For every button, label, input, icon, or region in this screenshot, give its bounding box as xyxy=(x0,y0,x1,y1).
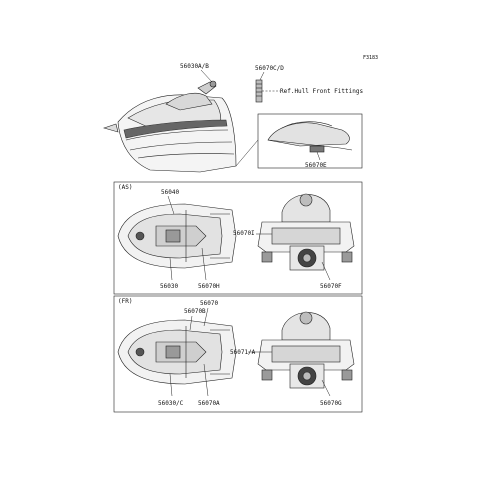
callout-56070A: 56070A xyxy=(198,400,220,407)
callout-56030AB: 56030A/B xyxy=(180,63,209,70)
seat-inset-frame xyxy=(257,113,363,169)
callout-56070: 56070 xyxy=(200,300,218,307)
callout-56070I: 56070I xyxy=(233,230,255,237)
callout-56030C: 56030/C xyxy=(158,400,184,407)
as-section-frame xyxy=(113,181,363,295)
watercraft-side-view xyxy=(102,80,237,173)
ref-hull-front-fittings: Ref.Hull Front Fittings xyxy=(280,88,363,95)
figure-number: F3183 xyxy=(363,55,378,61)
callout-56070H: 56070H xyxy=(198,283,220,290)
as-section-tag: (AS) xyxy=(118,184,132,191)
callout-56070F: 56070F xyxy=(320,283,342,290)
as-watercraft-top-view xyxy=(117,203,237,269)
callout-56030: 56030 xyxy=(160,283,178,290)
callout-56071A: 56071/A xyxy=(230,349,256,356)
callout-56070E: 56070E xyxy=(305,162,327,169)
callout-56070G: 56070G xyxy=(320,400,342,407)
callout-56070B: 56070B xyxy=(184,308,206,315)
fr-watercraft-top-view xyxy=(117,319,237,385)
callout-56040: 56040 xyxy=(161,189,179,196)
as-watercraft-rear-view xyxy=(257,193,355,271)
fr-watercraft-rear-view xyxy=(257,311,355,389)
hull-fitting-icon xyxy=(255,79,280,103)
fr-section-tag: (FR) xyxy=(118,298,132,305)
fr-section-frame xyxy=(113,295,363,413)
callout-56070CD: 56070C/D xyxy=(255,65,284,72)
seat-inset-view xyxy=(267,121,353,153)
